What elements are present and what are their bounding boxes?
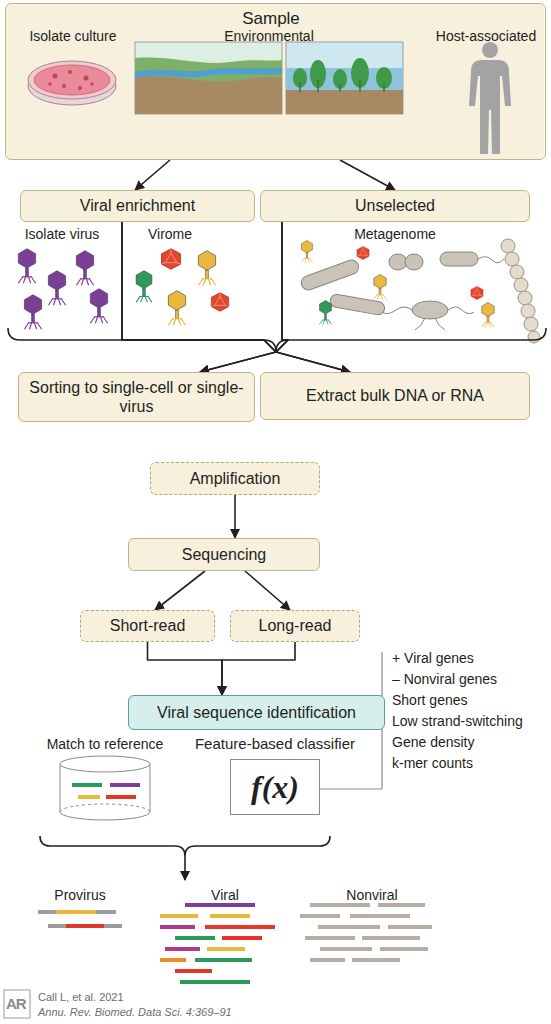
flow-arrow <box>340 160 395 190</box>
box-label: Sorting to single-cell or single-virus <box>27 378 246 416</box>
panel-title: Sample <box>242 9 300 29</box>
optional-step-box: Amplification <box>150 462 320 495</box>
process-box: Extract bulk DNA or RNA <box>260 372 530 420</box>
box-label: Sequencing <box>182 545 267 564</box>
text-label: Gene density <box>392 734 475 750</box>
text-label: Viral <box>211 887 239 903</box>
function-box: f(x) <box>230 759 320 815</box>
box-label: Long-read <box>259 616 332 635</box>
classifier-box: Feature-based classifier f(x) <box>185 735 365 815</box>
text-label: Annu. Rev. Biomed. Data Sci. 4:369–91 <box>38 1006 232 1019</box>
highlight-box: Viral sequence identification <box>128 695 385 730</box>
process-box: Sorting to single-cell or single-virus <box>18 372 255 422</box>
text-label: Short genes <box>392 692 468 708</box>
process-box: Viral enrichment <box>20 190 255 222</box>
text-label: + Viral genes <box>392 650 474 666</box>
sample-type-label: Isolate culture <box>29 28 116 44</box>
text-label: Metagenome <box>354 226 436 242</box>
text-label: Nonviral <box>346 887 397 903</box>
sample-panel: SampleIsolate culture Environmental Host-a… <box>5 3 546 160</box>
function-symbol: f(x) <box>251 769 299 806</box>
process-box: Unselected <box>260 190 530 222</box>
text-label: AR <box>6 995 26 1012</box>
text-label: Provirus <box>54 887 105 903</box>
text-label: Match to reference <box>47 736 164 752</box>
text-label: Low strand-switching <box>392 713 523 729</box>
flow-arrow <box>135 160 170 190</box>
flow-arrow <box>234 495 236 538</box>
optional-step-box: Long-read <box>230 610 360 642</box>
box-label: Amplification <box>190 469 281 488</box>
text-label: – Nonviral genes <box>392 671 497 687</box>
text-label: Virome <box>148 226 192 242</box>
text-label: Call L, et al. 2021 <box>38 991 124 1004</box>
box-label: Unselected <box>355 196 435 215</box>
optional-step-box: Short-read <box>80 610 215 642</box>
process-box: Sequencing <box>128 538 320 571</box>
box-label: Viral enrichment <box>80 196 195 215</box>
flow-arrow <box>245 571 290 610</box>
flow-arrow <box>148 642 223 695</box>
flow-arrow <box>122 222 276 372</box>
box-label: Short-read <box>110 616 186 635</box>
box-label: Viral sequence identification <box>157 703 356 722</box>
flow-arrow <box>122 222 350 372</box>
text-label: k-mer counts <box>392 755 473 771</box>
flow-arrow <box>200 222 288 372</box>
sample-type-label: Host-associated <box>436 28 536 44</box>
sample-type-label: Environmental <box>224 28 314 44</box>
flow-arrow <box>276 222 350 372</box>
flow-arrow <box>222 642 295 695</box>
box-label: Extract bulk DNA or RNA <box>306 386 484 405</box>
flow-arrow <box>155 571 205 610</box>
text-label: Isolate virus <box>25 226 100 242</box>
classifier-heading: Feature-based classifier <box>195 735 355 752</box>
